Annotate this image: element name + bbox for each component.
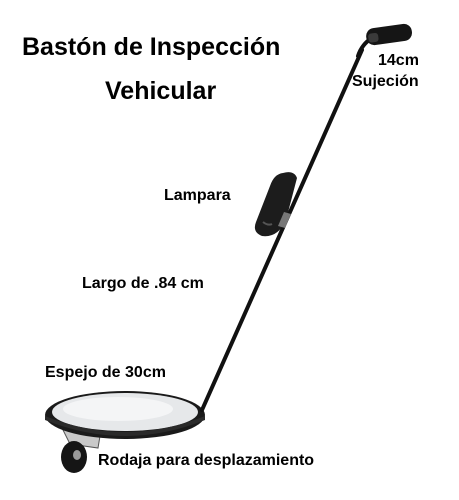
grip-icon — [366, 23, 412, 46]
lamp-icon — [254, 172, 297, 237]
grip-size-label: 14cm — [378, 52, 419, 69]
mirror-rim-edge — [45, 416, 205, 436]
handle-rod — [200, 36, 374, 412]
page-title-line-2: Vehicular — [105, 77, 217, 105]
page-title-line-1: Bastón de Inspección — [22, 33, 281, 61]
lamp-label: Lampara — [164, 187, 231, 204]
grip-label: Sujeción — [352, 73, 419, 90]
mirror-label: Espejo de 30cm — [45, 364, 166, 381]
wheel-label: Rodaja para desplazamiento — [98, 452, 315, 469]
wheel-hub — [73, 450, 81, 460]
mirror-assembly — [45, 391, 205, 473]
mirror-highlight — [63, 397, 173, 421]
length-label: Largo de .84 cm — [82, 275, 204, 292]
